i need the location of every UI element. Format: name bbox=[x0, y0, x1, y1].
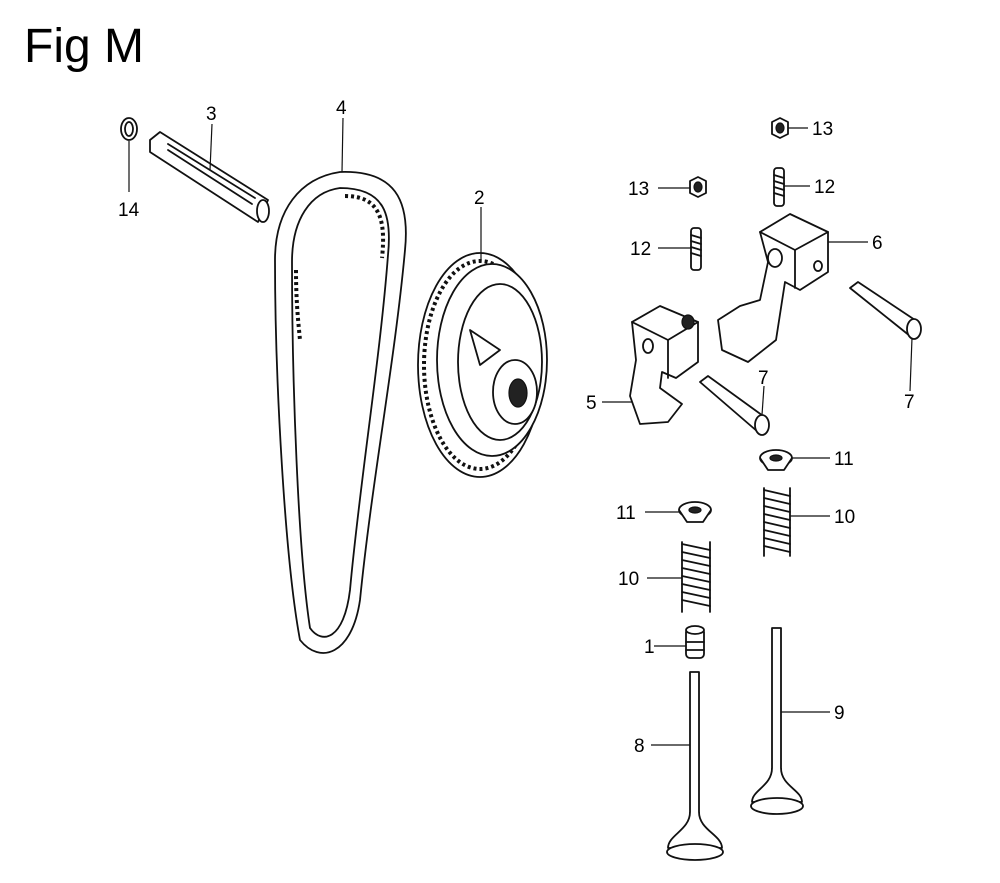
part-7-rocker-shaft-right bbox=[849, 281, 922, 340]
callout-11-right: 11 bbox=[834, 449, 854, 470]
callout-13-upper: 13 bbox=[812, 119, 833, 140]
part-6-rocker-arm bbox=[717, 213, 829, 363]
part-11-retainer-left bbox=[678, 501, 712, 523]
part-13-nut-upper bbox=[771, 117, 789, 139]
part-13-nut-left bbox=[689, 176, 707, 198]
callout-10-left: 10 bbox=[618, 569, 639, 590]
callout-3: 3 bbox=[206, 104, 217, 125]
callout-7-left: 7 bbox=[758, 368, 769, 389]
part-2-cam-pulley bbox=[417, 252, 548, 478]
callout-7-right: 7 bbox=[904, 392, 915, 413]
callout-4: 4 bbox=[336, 98, 347, 119]
part-10-spring-left bbox=[681, 541, 711, 613]
part-3-shaft bbox=[149, 131, 270, 223]
callout-6: 6 bbox=[872, 233, 883, 254]
callout-12-upper: 12 bbox=[814, 177, 835, 198]
callout-12-left: 12 bbox=[630, 239, 651, 260]
part-8-valve bbox=[666, 671, 724, 861]
part-12-screw-upper bbox=[773, 167, 785, 207]
part-7-rocker-shaft-left bbox=[699, 375, 770, 436]
callout-labels: 14 3 4 2 13 13 12 12 6 5 7 7 11 11 10 10… bbox=[118, 98, 915, 757]
figure-title: Fig M bbox=[24, 20, 144, 73]
part-11-retainer-right bbox=[759, 449, 793, 471]
part-5-rocker-arm bbox=[629, 305, 699, 425]
callout-2: 2 bbox=[474, 188, 485, 209]
part-14-o-ring bbox=[120, 117, 138, 141]
callout-10-right: 10 bbox=[834, 507, 855, 528]
callout-13-left: 13 bbox=[628, 179, 649, 200]
part-4-timing-belt bbox=[274, 171, 407, 654]
callout-1: 1 bbox=[644, 637, 655, 658]
part-10-spring-right bbox=[763, 487, 791, 557]
part-12-screw-left bbox=[690, 227, 702, 271]
part-9-valve bbox=[750, 627, 804, 815]
callout-11-left: 11 bbox=[616, 503, 636, 524]
callout-9: 9 bbox=[834, 703, 845, 724]
callout-8: 8 bbox=[634, 736, 645, 757]
callout-14: 14 bbox=[118, 200, 140, 221]
leader-lines bbox=[128, 117, 913, 746]
part-1-stem-seal bbox=[685, 625, 705, 659]
callout-5: 5 bbox=[586, 393, 597, 414]
